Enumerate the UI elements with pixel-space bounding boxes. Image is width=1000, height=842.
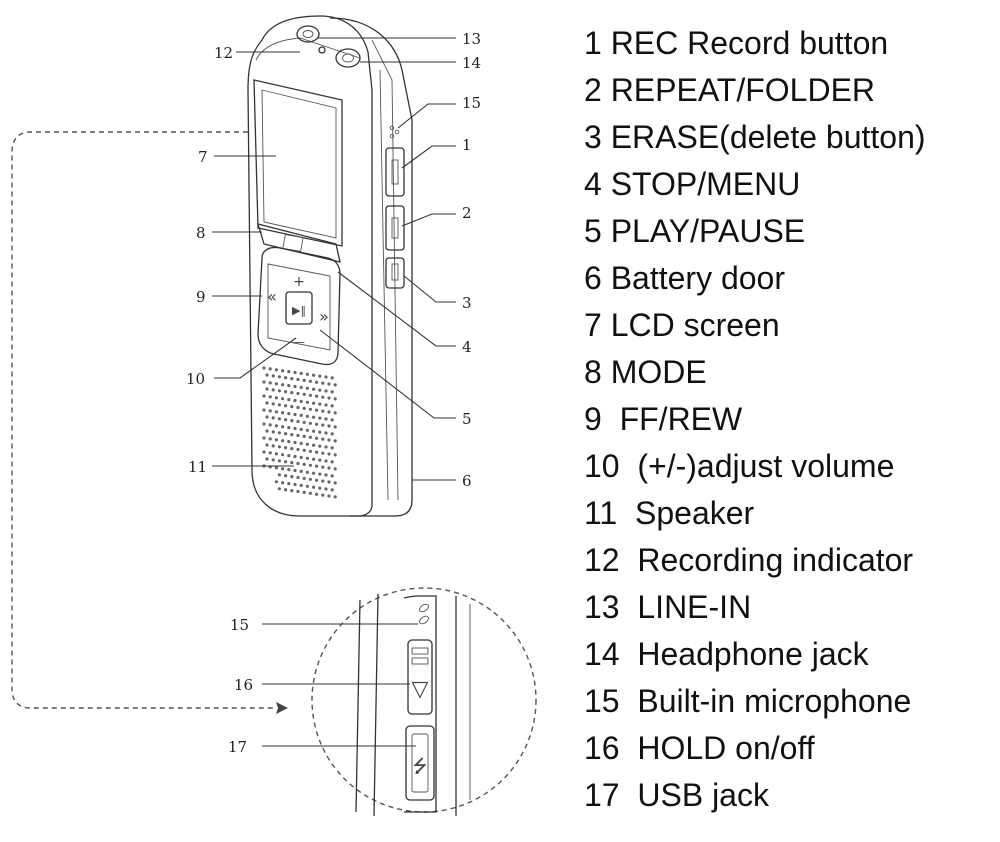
hold-arrow-glyph: ▽ xyxy=(412,677,429,702)
rewind-glyph: « xyxy=(267,287,277,306)
callout-11: 11 xyxy=(188,458,207,476)
detail-magnifier: ▽ ⭍ xyxy=(311,587,537,817)
magnify-connector xyxy=(11,131,288,714)
callout-1: 1 xyxy=(462,136,472,154)
callout-numbers: 12 13 14 15 1 2 3 4 5 6 7 8 9 10 11 15 1… xyxy=(186,30,481,756)
recorder-device xyxy=(247,15,413,517)
legend-item-4: 4 STOP/MENU xyxy=(584,166,800,202)
callout-8: 8 xyxy=(196,224,206,242)
legend-item-5: 5 PLAY/PAUSE xyxy=(584,213,805,249)
callout-4: 4 xyxy=(462,338,472,356)
legend-item-14: 14 Headphone jack xyxy=(584,636,870,672)
connector-arrow-icon xyxy=(276,702,288,714)
speaker-grille xyxy=(262,366,337,499)
keypad: + — « » ▶‖ xyxy=(257,223,341,366)
volume-down-glyph: — xyxy=(293,335,305,349)
callout-14: 14 xyxy=(462,54,481,72)
leader-lines xyxy=(212,37,456,747)
callout-7: 7 xyxy=(198,148,208,166)
callout-13: 13 xyxy=(462,30,481,48)
callout-2: 2 xyxy=(462,204,472,222)
top-jacks xyxy=(296,25,361,68)
legend-item-17: 17 USB jack xyxy=(584,777,770,813)
callout-6: 6 xyxy=(462,472,472,490)
play-pause-glyph: ▶‖ xyxy=(292,304,306,317)
legend: 1 REC Record button 2 REPEAT/FOLDER 3 ER… xyxy=(584,25,926,813)
recording-indicator-light xyxy=(318,46,326,54)
volume-up-glyph: + xyxy=(293,274,305,290)
legend-item-7: 7 LCD screen xyxy=(584,307,780,343)
legend-item-6: 6 Battery door xyxy=(584,260,785,296)
callout-15-detail: 15 xyxy=(230,616,249,634)
callout-5: 5 xyxy=(462,410,472,428)
legend-item-3: 3 ERASE(delete button) xyxy=(584,119,926,155)
hold-switch xyxy=(407,639,433,715)
legend-item-9: 9 FF/REW xyxy=(584,401,743,437)
legend-item-2: 2 REPEAT/FOLDER xyxy=(584,72,875,108)
detail-microphone-holes xyxy=(419,603,429,625)
callout-10: 10 xyxy=(186,370,205,388)
legend-item-8: 8 MODE xyxy=(584,354,707,390)
callout-9: 9 xyxy=(196,288,206,306)
callout-12: 12 xyxy=(214,44,233,62)
callout-16: 16 xyxy=(234,676,253,694)
callout-15: 15 xyxy=(462,94,481,112)
usb-symbol-glyph: ⭍ xyxy=(413,756,428,777)
fast-forward-glyph: » xyxy=(319,307,329,326)
lcd-screen xyxy=(253,79,343,247)
legend-item-13: 13 LINE-IN xyxy=(584,589,751,625)
legend-item-11: 11 Speaker xyxy=(584,495,755,531)
legend-item-16: 16 HOLD on/off xyxy=(584,730,815,766)
legend-item-1: 1 REC Record button xyxy=(584,25,888,61)
microphone-holes xyxy=(389,125,400,139)
legend-item-10: 10 (+/-)adjust volume xyxy=(584,448,894,484)
side-buttons xyxy=(385,125,405,289)
usb-jack xyxy=(405,725,435,801)
callout-17: 17 xyxy=(228,738,247,756)
callout-3: 3 xyxy=(462,294,472,312)
legend-item-12: 12 Recording indicator xyxy=(584,542,913,578)
legend-item-15: 15 Built-in microphone xyxy=(584,683,911,719)
